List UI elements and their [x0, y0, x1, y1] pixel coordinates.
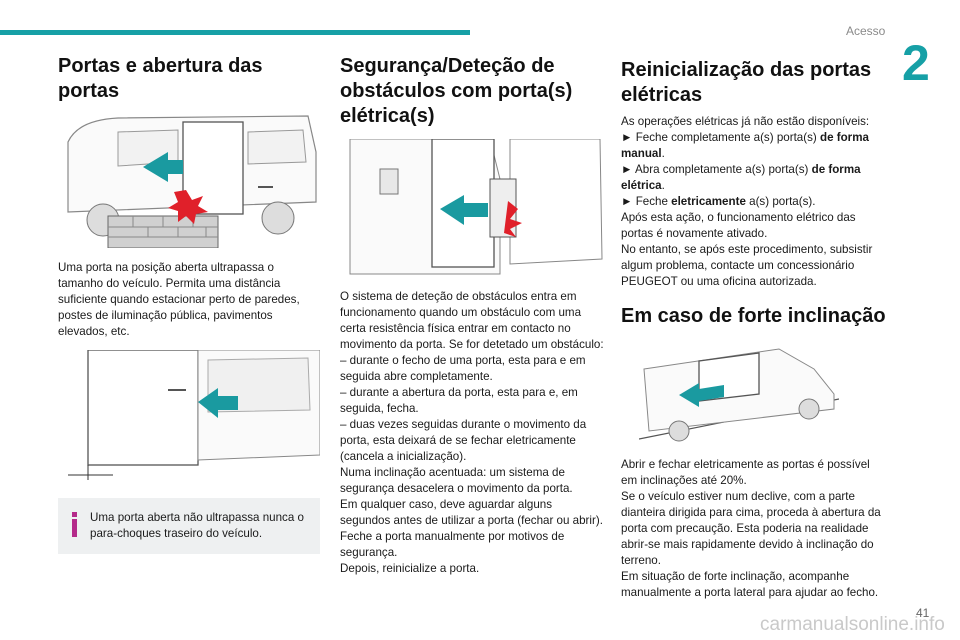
section-header: Acesso — [846, 24, 886, 38]
illustration-door-wall — [58, 112, 320, 248]
info-icon — [66, 510, 82, 542]
note-text: Uma porta aberta não ultrapassa nunca o … — [90, 511, 304, 540]
paragraph-reset-intro: As operações elétricas já não estão disp… — [621, 115, 870, 128]
reset-step-3: ► Feche eletricamente a(s) porta(s). — [621, 195, 816, 208]
column-reset: Reinicialização das portas elétricas As … — [621, 54, 886, 601]
column-doors: Portas e abertura das portas Uma porta n… — [58, 54, 320, 554]
info-note: Uma porta aberta não ultrapassa nunca o … — [58, 498, 320, 554]
paragraph-door-clearance: Uma porta na posição aberta ultrapassa o… — [58, 261, 300, 338]
paragraph-slope: Abrir e fechar eletricamente as portas é… — [621, 458, 881, 599]
top-accent-bar — [0, 30, 470, 35]
heading-doors: Portas e abertura das portas — [58, 55, 263, 102]
illustration-slope — [639, 339, 886, 447]
column-obstacle-detection: Segurança/Deteção de obstáculos com port… — [340, 54, 604, 577]
reset-step-2: ► Abra completamente a(s) porta(s) de fo… — [621, 163, 861, 192]
watermark: carmanualsonline.info — [760, 614, 945, 635]
heading-reset: Reinicialização das portas elétricas — [621, 59, 872, 106]
page-number: 41 — [916, 606, 930, 620]
paragraph-obstacle-detection: O sistema de deteção de obstáculos entra… — [340, 290, 604, 575]
paragraph-reset-after: Após esta ação, o funcionamento elétrico… — [621, 211, 873, 288]
heading-obstacle-detection: Segurança/Deteção de obstáculos com port… — [340, 55, 573, 127]
reset-step-1: ► Feche completamente a(s) porta(s) de f… — [621, 131, 869, 160]
illustration-door-rear — [58, 350, 320, 480]
heading-slope: Em caso de forte inclinação — [621, 305, 886, 327]
chapter-number: 2 — [902, 35, 930, 91]
illustration-obstacle — [340, 139, 604, 279]
